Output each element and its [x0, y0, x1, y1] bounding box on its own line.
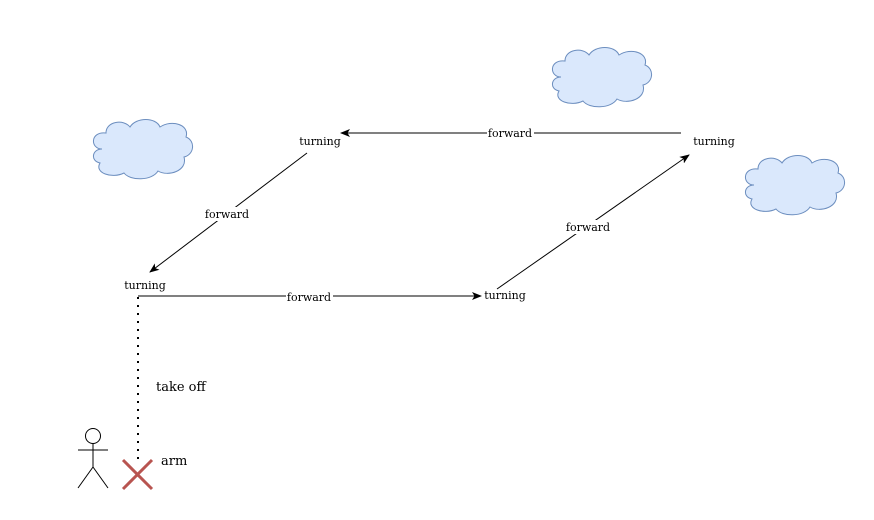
edge-top-label: forward — [488, 127, 532, 140]
node-turning-top-right: turning — [693, 135, 735, 148]
edge-right-diag-label: forward — [566, 221, 610, 234]
edge-left-diag-label-bg — [204, 207, 251, 221]
take-off-label: take off — [156, 380, 208, 395]
edge-bottom-label: forward — [287, 291, 331, 304]
arm-label: arm — [161, 454, 187, 469]
cloud-left — [92, 119, 194, 180]
cloud-right — [744, 155, 846, 216]
arm-x-marker-icon — [121, 458, 154, 491]
edge-right-diag-label-bg — [565, 220, 612, 234]
edge-left-diag-label: forward — [205, 208, 249, 221]
node-turning-left: turning — [124, 279, 166, 292]
node-turning-top-left: turning — [299, 135, 341, 148]
cloud-top-right — [551, 47, 653, 108]
edge-top-label-bg — [487, 126, 534, 140]
person-icon — [77, 428, 109, 489]
node-turning-mid: turning — [484, 289, 526, 302]
edge-bottom-label-bg — [286, 290, 333, 304]
